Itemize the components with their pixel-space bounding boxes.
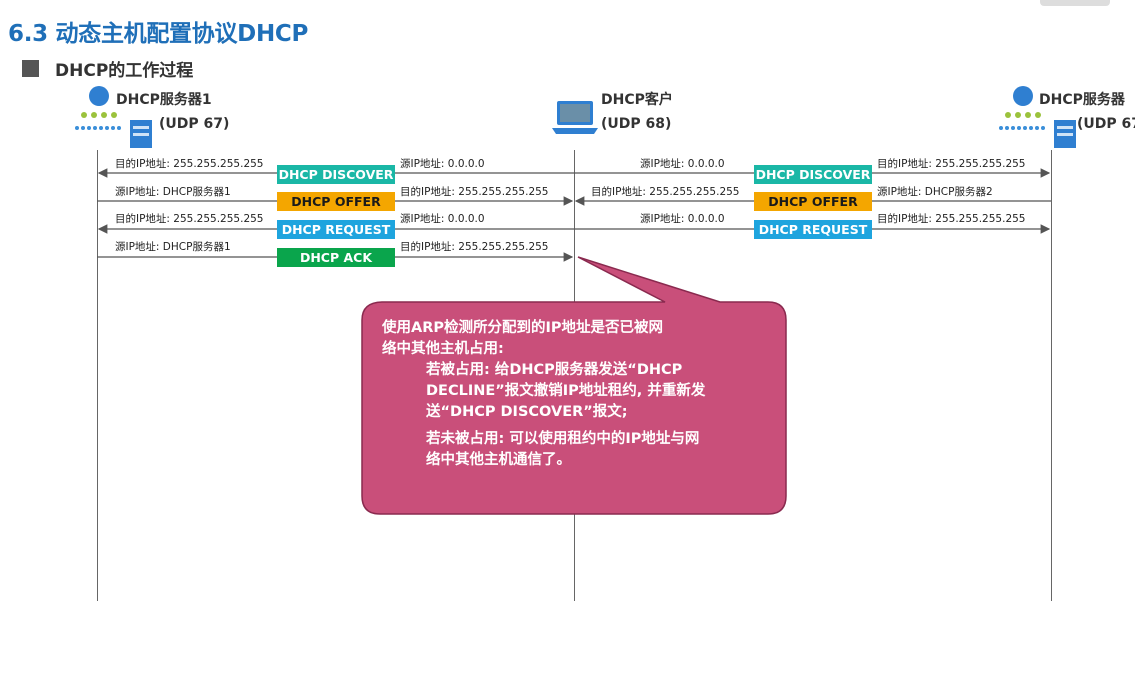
server1-lifeline <box>97 150 98 601</box>
server2-port: (UDP 67 <box>1077 116 1135 132</box>
section-heading-text: DHCP的工作过程 <box>55 61 194 81</box>
client-port: (UDP 68) <box>601 116 672 132</box>
callout-item2-l2: 络中其他主机通信了。 <box>426 452 571 468</box>
callout-text: 使用ARP检测所分配到的IP地址是否已被网 络中其他主机占用: 若被占用: 给D… <box>382 318 782 471</box>
label-row2-left-src: 源IP地址: DHCP服务器1 <box>115 186 231 198</box>
msg-discover-right: DHCP DISCOVER <box>754 165 872 184</box>
client-icon <box>552 100 598 136</box>
label-row4-left-src: 源IP地址: DHCP服务器1 <box>115 241 231 253</box>
msg-request-right: DHCP REQUEST <box>754 220 872 239</box>
label-row1-left-dst: 目的IP地址: 255.255.255.255 <box>115 158 264 170</box>
server-icon <box>999 86 1076 148</box>
msg-ack-left: DHCP ACK <box>277 248 395 267</box>
label-row2-right-dst: 目的IP地址: 255.255.255.255 <box>591 186 740 198</box>
label-row3-left-src: 源IP地址: 0.0.0.0 <box>400 213 485 225</box>
label-row1-left-src: 源IP地址: 0.0.0.0 <box>400 158 485 170</box>
client-name: DHCP客户 <box>601 92 673 108</box>
bullet-square-icon <box>22 60 39 77</box>
msg-request-left: DHCP REQUEST <box>277 220 395 239</box>
callout-item2-l1: 若未被占用: 可以使用租约中的IP地址与网 <box>426 431 700 447</box>
laptop-icon <box>552 101 598 134</box>
page-title: 6.3 动态主机配置协议DHCP <box>8 21 309 47</box>
callout-balloon <box>361 256 787 515</box>
server1-icon <box>72 86 162 148</box>
label-row3-left-dst: 目的IP地址: 255.255.255.255 <box>115 213 264 225</box>
callout-item1-l1: 若被占用: 给DHCP服务器发送“DHCP <box>426 362 683 378</box>
section-heading: DHCP的工作过程 <box>22 56 193 81</box>
corner-badge <box>1040 0 1110 6</box>
msg-offer-left: DHCP OFFER <box>277 192 395 211</box>
callout-line1: 使用ARP检测所分配到的IP地址是否已被网 <box>382 320 664 336</box>
callout-item1-l3: 送“DHCP DISCOVER”报文; <box>426 404 628 420</box>
server-icon <box>75 86 152 148</box>
label-row3-right-src: 源IP地址: 0.0.0.0 <box>640 213 725 225</box>
callout-line2: 络中其他主机占用: <box>382 341 504 357</box>
label-row3-right-dst: 目的IP地址: 255.255.255.255 <box>877 213 1026 225</box>
msg-discover-left: DHCP DISCOVER <box>277 165 395 184</box>
label-row2-right-src: 源IP地址: DHCP服务器2 <box>877 186 993 198</box>
server1-port: (UDP 67) <box>159 116 230 132</box>
label-row2-left-dst: 目的IP地址: 255.255.255.255 <box>400 186 549 198</box>
label-row4-left-dst: 目的IP地址: 255.255.255.255 <box>400 241 549 253</box>
server2-name: DHCP服务器 <box>1039 92 1125 108</box>
label-row1-right-src: 源IP地址: 0.0.0.0 <box>640 158 725 170</box>
server1-name: DHCP服务器1 <box>116 92 212 108</box>
callout-item1-l2: DECLINE”报文撤销IP地址租约, 并重新发 <box>426 383 706 399</box>
msg-offer-right: DHCP OFFER <box>754 192 872 211</box>
server2-lifeline <box>1051 150 1052 601</box>
server2-icon <box>996 86 1086 148</box>
label-row1-right-dst: 目的IP地址: 255.255.255.255 <box>877 158 1026 170</box>
